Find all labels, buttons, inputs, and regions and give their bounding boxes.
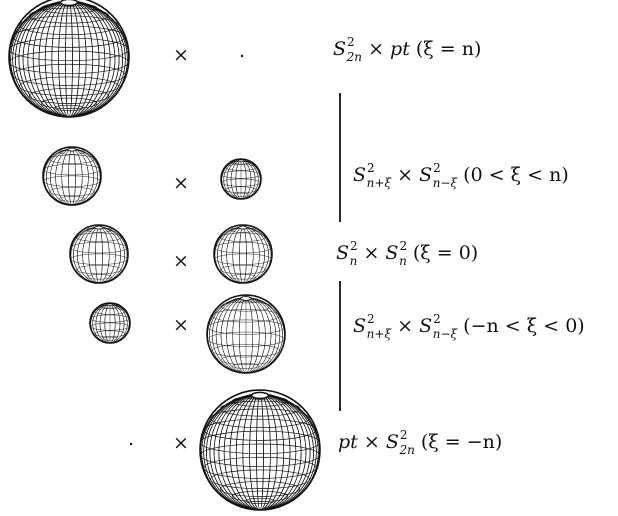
times-symbol-row1: × (173, 44, 189, 66)
point-row5-left (129, 442, 133, 446)
point-row1-right (240, 54, 244, 58)
sphere-row5-right-outline (199, 389, 321, 511)
sphere-row2-right-outline (220, 158, 262, 200)
row-label-1: S22n × pt(ξ = n) (333, 35, 482, 64)
sphere-row3-left-outline (69, 224, 129, 284)
sphere-row5-right (200, 390, 320, 510)
row-label-2: S2n+ξ × S2n−ξ(0 < ξ < n) (353, 161, 569, 190)
times-symbol-row2: × (173, 172, 189, 194)
sphere-row2-left-outline (42, 146, 102, 206)
times-symbol-row3: × (173, 250, 189, 272)
row-label-5: pt × S22n(ξ = −n) (338, 428, 503, 457)
row-label-3: S2n × S2n(ξ = 0) (336, 239, 479, 268)
sphere-row1-left-outline (8, 0, 130, 118)
sphere-row2-left (43, 147, 101, 205)
sphere-row3-right (214, 225, 272, 283)
sphere-row3-left (70, 225, 128, 283)
sphere-row3-right-outline (213, 224, 273, 284)
sphere-row4-right-outline (206, 294, 286, 374)
row-label-4: S2n+ξ × S2n−ξ(−n < ξ < 0) (353, 312, 585, 341)
times-symbol-row4: × (173, 314, 189, 336)
times-symbol-row5: × (173, 432, 189, 454)
sphere-row4-left-outline (89, 302, 131, 344)
